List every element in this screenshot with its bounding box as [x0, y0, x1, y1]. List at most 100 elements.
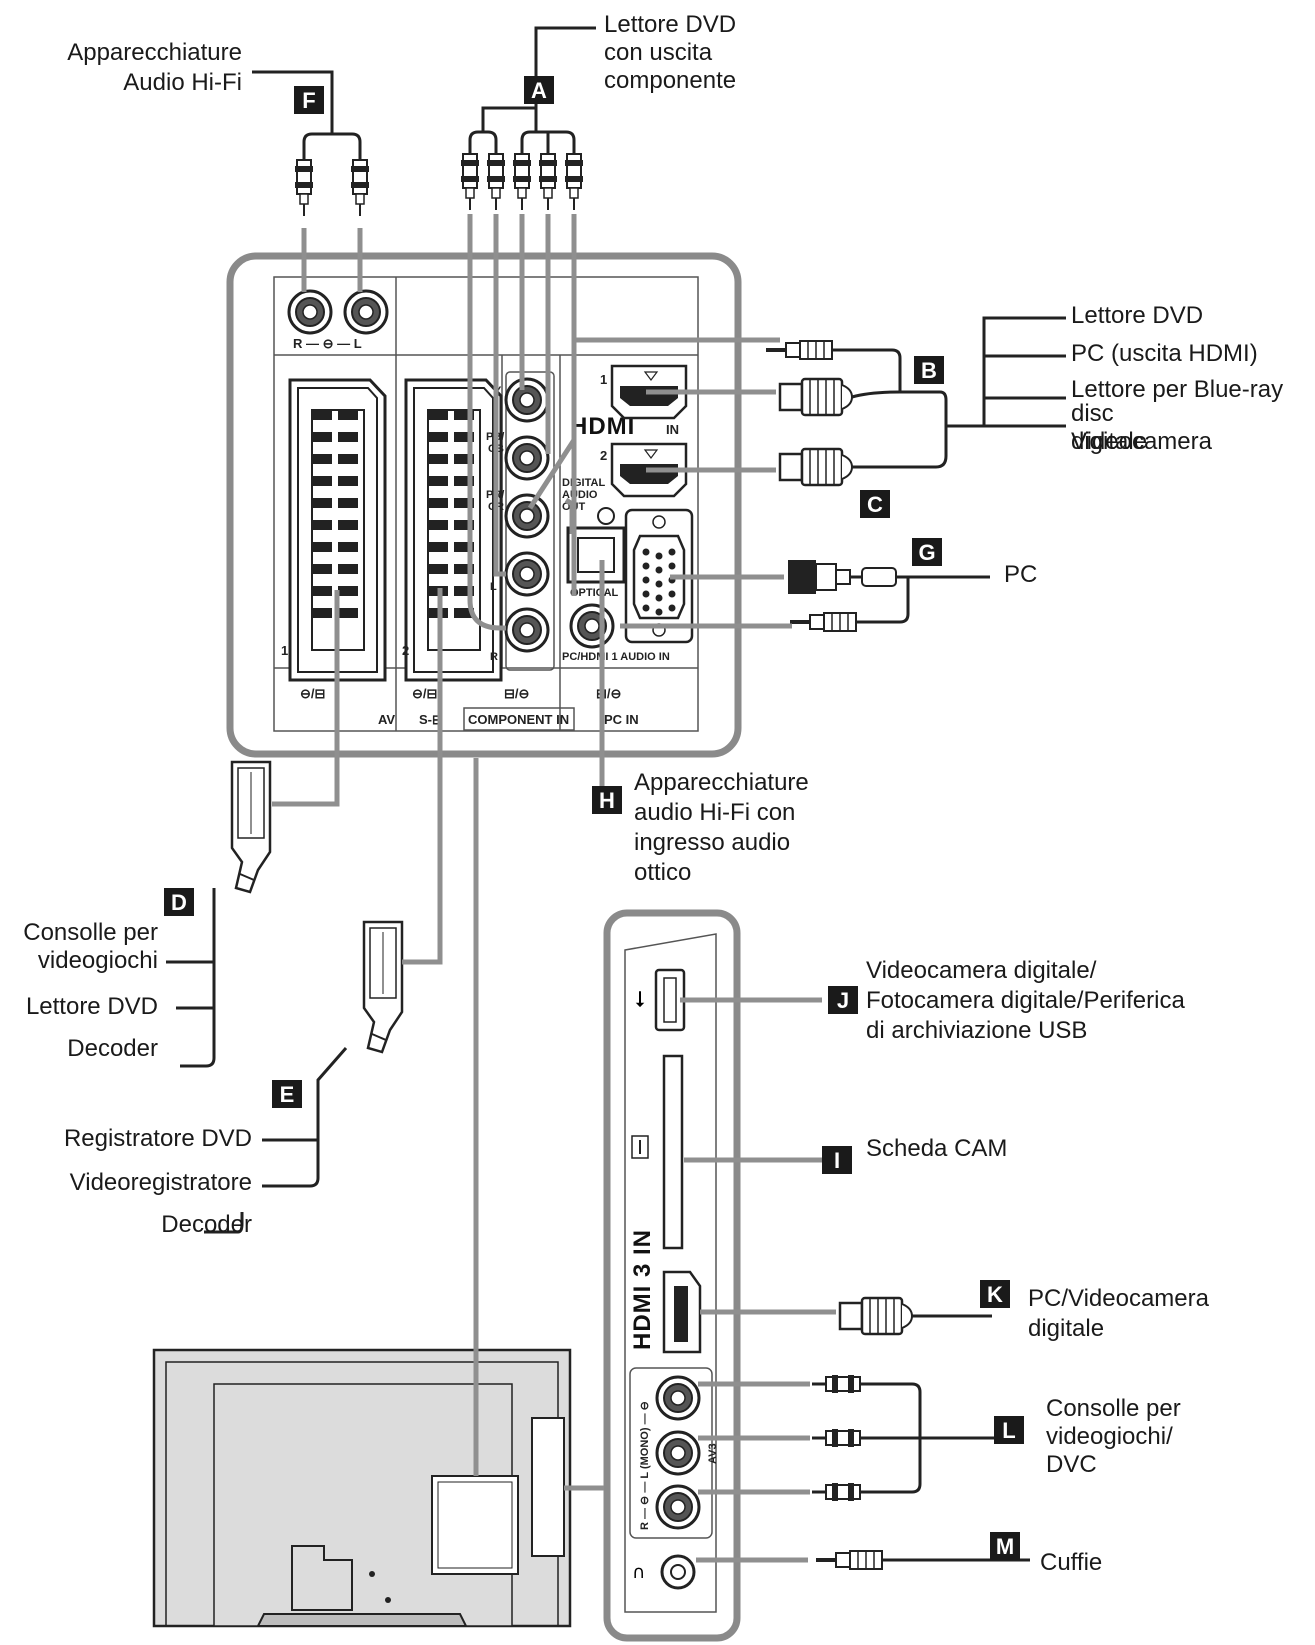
- component-pb-socket[interactable]: [504, 435, 550, 481]
- label-line: Audio Hi-Fi: [123, 69, 242, 96]
- rca-plug-a-pb: [538, 153, 558, 211]
- vga-pin: [668, 562, 676, 570]
- svg-text:I: I: [834, 1148, 840, 1173]
- hdmi-3-socket[interactable]: [662, 1270, 702, 1354]
- label-line: Consolle per: [23, 919, 158, 946]
- scart-pin: [428, 432, 448, 442]
- scart-pin: [312, 410, 332, 420]
- scart-pin: [428, 542, 448, 552]
- svg-text:J: J: [837, 988, 849, 1013]
- label-line: Lettore per Blue-ray: [1071, 376, 1283, 403]
- hdmi-1-number: 1: [600, 372, 607, 387]
- scart-pin: [454, 520, 474, 530]
- scart-pin: [428, 476, 448, 486]
- scart-pin: [338, 542, 358, 552]
- badge-f: F: [294, 86, 324, 114]
- component-y-socket[interactable]: [504, 377, 550, 423]
- av3-audio-r-socket[interactable]: [655, 1484, 701, 1530]
- label-line: videogiochi/: [1046, 1423, 1173, 1450]
- scart-av-label: AV: [378, 712, 395, 727]
- usb-socket[interactable]: [654, 968, 686, 1032]
- scart-pin: [338, 454, 358, 464]
- scart-pins: [312, 410, 474, 618]
- side-av-label: R — ⊖ — L (MONO) — ⊖: [639, 1401, 651, 1530]
- label-line: PC/Videocamera: [1028, 1285, 1210, 1312]
- label-g: PC: [1004, 561, 1037, 588]
- label-line: Videocamera: [1071, 428, 1213, 455]
- label-line: Decoder: [161, 1211, 252, 1238]
- svg-text:⊟/⊖: ⊟/⊖: [504, 686, 529, 701]
- rca-plug-a-y: [512, 153, 532, 211]
- vga-pin: [655, 594, 663, 602]
- label-line: Fotocamera digitale/Periferica: [866, 987, 1185, 1014]
- svg-text:L: L: [1002, 1418, 1015, 1443]
- component-l-label: L: [490, 581, 497, 593]
- scart-plug-e: [362, 920, 404, 1054]
- svg-text:AUDIO: AUDIO: [562, 489, 598, 501]
- label-line: Lettore DVD: [1071, 302, 1203, 329]
- vga-pc-in-socket[interactable]: [624, 508, 694, 644]
- hdmi-in-label: IN: [666, 422, 679, 437]
- label-line: con uscita: [604, 39, 713, 66]
- component-audio-l-socket[interactable]: [504, 551, 550, 597]
- vga-pin: [655, 552, 663, 560]
- scart-2-number: 2: [402, 643, 409, 658]
- scart-pin: [338, 586, 358, 596]
- badge-j: J: [828, 986, 858, 1014]
- av3-audio-l-socket[interactable]: [655, 1430, 701, 1476]
- vga-plug-g: [788, 560, 897, 594]
- svg-text:D: D: [171, 890, 187, 915]
- badge-g: G: [912, 538, 942, 566]
- scart-2-socket[interactable]: [404, 378, 503, 682]
- scart-plug-d: [230, 760, 272, 894]
- label-line: PC (uscita HDMI): [1071, 340, 1258, 367]
- scart-pin: [312, 586, 332, 596]
- component-audio-r-socket[interactable]: [504, 607, 550, 653]
- label-line: audio Hi-Fi con: [634, 799, 795, 826]
- optical-out-socket[interactable]: [566, 526, 626, 584]
- scart-s-label: S-⊟: [419, 712, 443, 727]
- scart-pin: [338, 520, 358, 530]
- label-i: Scheda CAM: [866, 1135, 1007, 1162]
- label-line: Consolle per: [1046, 1395, 1181, 1422]
- vga-pin: [642, 562, 650, 570]
- label-b-c: Lettore DVD PC (uscita HDMI) Lettore per B…: [1071, 302, 1283, 455]
- av3-video-socket[interactable]: [655, 1375, 701, 1421]
- vga-pin: [642, 548, 650, 556]
- pc-hdmi-audio-in-socket[interactable]: [569, 603, 615, 649]
- optical-label: OPTICAL: [570, 587, 619, 599]
- scart-pin: [338, 410, 358, 420]
- audio-out-r-socket[interactable]: [287, 289, 333, 335]
- rca-plug-f-l: [350, 159, 370, 217]
- scart-pin: [312, 498, 332, 508]
- scart-pin: [428, 410, 448, 420]
- audio-out-l-socket[interactable]: [343, 289, 389, 335]
- badge-b: B: [914, 356, 944, 384]
- vga-pin: [668, 604, 676, 612]
- label-line: Apparecchiature: [67, 39, 242, 66]
- label-line: digitale: [1071, 428, 1147, 455]
- label-line: Registratore DVD: [64, 1125, 252, 1152]
- label-m: Cuffie: [1040, 1549, 1102, 1576]
- usb-icon: ⭠: [627, 990, 652, 1008]
- rca-plug-l-l: [810, 1427, 862, 1449]
- rca-plug-a-r: [486, 153, 506, 211]
- scart-pin: [428, 564, 448, 574]
- label-line: PC: [1004, 561, 1037, 588]
- badge-h: H: [592, 786, 622, 814]
- component-pr-socket[interactable]: [504, 493, 550, 539]
- rca-plug-a-l: [460, 153, 480, 211]
- scart-pin: [454, 432, 474, 442]
- scart-pin: [312, 608, 332, 618]
- label-line: Cuffie: [1040, 1549, 1102, 1576]
- scart-pin: [312, 542, 332, 552]
- badge-e: E: [272, 1080, 302, 1108]
- cam-slot[interactable]: [662, 1054, 684, 1250]
- headphone-socket[interactable]: [660, 1554, 696, 1590]
- audio-out-label: R — ⊖ — L: [293, 336, 362, 351]
- scart-pin: [312, 520, 332, 530]
